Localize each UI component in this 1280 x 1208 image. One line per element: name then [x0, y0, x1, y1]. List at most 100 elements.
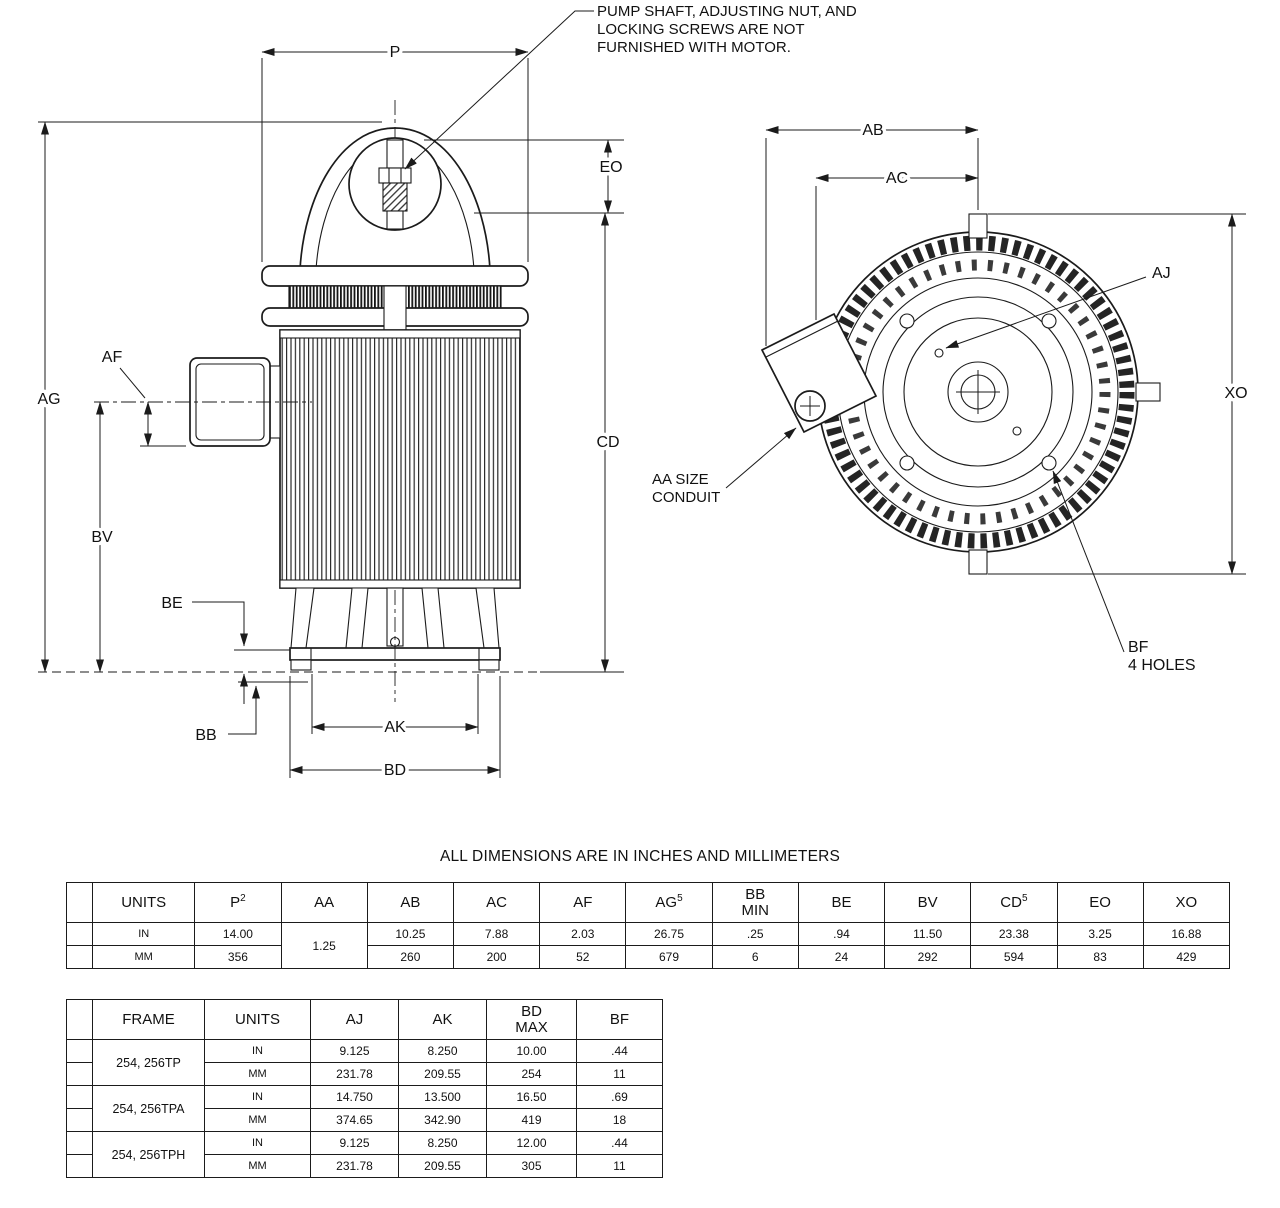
mounting-tab-right	[1135, 382, 1161, 402]
technical-drawing: P EO CD AG AF BV BE	[34, 3, 1248, 783]
value-cell: 231.78	[310, 1154, 399, 1178]
value-cell: 9.125	[310, 1039, 399, 1063]
value-cell: 11	[576, 1154, 663, 1178]
spacer-cell	[65, 922, 94, 946]
value-cell: 419	[486, 1108, 577, 1132]
dim-label-bd: BD	[384, 762, 406, 779]
dim-label-cd: CD	[596, 434, 619, 451]
mounting-base	[289, 587, 501, 671]
note-line-3: FURNISHED WITH MOTOR.	[597, 39, 791, 56]
units-cell: MM	[204, 1062, 311, 1086]
spacer-cell	[66, 1085, 93, 1109]
dim-label-ag: AG	[37, 391, 60, 408]
end-face	[863, 277, 1093, 507]
table2-row: MM 231.78 209.55 254 11	[66, 1062, 663, 1086]
table2-row: 254, 256TPA IN 14.750 13.500 16.50 .69	[66, 1085, 663, 1132]
spacer-cell	[66, 1131, 93, 1155]
header-cell: BF	[576, 999, 663, 1040]
units-cell: MM	[204, 1108, 311, 1132]
value-cell: 3.25	[1056, 922, 1144, 946]
table1-inches-row: IN 14.00 1.25 10.25 7.88 2.03 26.75 .25 …	[65, 922, 1231, 969]
spacer-cell	[66, 999, 93, 1040]
header-cell: AG5	[625, 882, 713, 923]
label-aa-size: AA SIZE	[652, 471, 709, 488]
table1-millimeters-row: MM 356 260 200 52 679 6 24 292 594 83 42…	[65, 945, 1231, 969]
value-cell: 18	[576, 1108, 663, 1132]
header-cell: AC	[452, 882, 541, 923]
header-cell: CD5	[970, 882, 1058, 923]
value-cell: 305	[486, 1154, 577, 1178]
value-cell: .44	[576, 1131, 663, 1155]
value-cell: 6	[711, 945, 799, 969]
frame-cell: 254, 256TPH	[92, 1131, 205, 1178]
value-cell: 83	[1056, 945, 1144, 969]
dim-label-ab: AB	[862, 122, 883, 139]
value-cell: 260	[366, 945, 454, 969]
mounting-tab-bottom	[968, 549, 988, 575]
value-cell: 14.00	[194, 922, 282, 946]
header-cell: EO	[1056, 882, 1144, 923]
value-cell: 13.500	[398, 1085, 487, 1109]
frame-cell: 254, 256TPA	[92, 1085, 205, 1132]
units-cell: IN	[204, 1085, 311, 1109]
table2-row: 254, 256TPH IN 9.125 8.250 12.00 .44	[66, 1131, 663, 1178]
value-cell: 11.50	[884, 922, 972, 946]
units-cell: IN	[204, 1039, 311, 1063]
dim-label-bb: BB	[195, 727, 216, 744]
value-cell: 2.03	[539, 922, 627, 946]
dim-label-aj: AJ	[1152, 265, 1171, 282]
header-cell: XO	[1142, 882, 1231, 923]
table2-row: 254, 256TP IN 9.125 8.250 10.00 .44	[66, 1039, 663, 1086]
header-cell: UNITS	[204, 999, 311, 1040]
dim-label-xo: XO	[1224, 385, 1247, 402]
header-cell: BV	[884, 882, 972, 923]
value-cell: 254	[486, 1062, 577, 1086]
value-cell: 11	[576, 1062, 663, 1086]
note-line-1: PUMP SHAFT, ADJUSTING NUT, AND	[597, 3, 857, 20]
value-cell: 374.65	[310, 1108, 399, 1132]
value-cell: 429	[1142, 945, 1231, 969]
spacer-cell	[65, 945, 94, 969]
value-cell: 292	[884, 945, 972, 969]
header-cell: AJ	[310, 999, 399, 1040]
pump-shaft-note: PUMP SHAFT, ADJUSTING NUT, AND LOCKING S…	[404, 3, 857, 170]
units-cell: MM	[92, 945, 196, 969]
value-cell: .25	[711, 922, 799, 946]
label-aa-conduit: CONDUIT	[652, 489, 720, 506]
dim-label-bv: BV	[91, 529, 113, 546]
header-cell: UNITS	[92, 882, 196, 923]
value-cell: .44	[576, 1039, 663, 1063]
table2-row: MM 231.78 209.55 305 11	[66, 1154, 663, 1178]
value-cell: 594	[970, 945, 1058, 969]
units-caption: ALL DIMENSIONS ARE IN INCHES AND MILLIME…	[439, 848, 841, 865]
value-cell: 8.250	[398, 1131, 487, 1155]
spacer-cell	[66, 1154, 93, 1178]
value-cell: 14.750	[310, 1085, 399, 1109]
value-cell: 342.90	[398, 1108, 487, 1132]
spacer-cell	[66, 1108, 93, 1132]
header-cell: FRAME	[92, 999, 205, 1040]
side-view-dimensions: P EO CD AG AF BV BE	[34, 41, 626, 783]
header-cell: AK	[398, 999, 487, 1040]
value-cell: 10.25	[366, 922, 454, 946]
dim-label-ak: AK	[384, 719, 406, 736]
side-view	[38, 100, 545, 702]
units-cell: MM	[204, 1154, 311, 1178]
value-cell: 231.78	[310, 1062, 399, 1086]
dim-label-p: P	[390, 44, 401, 61]
conduit-box-end	[760, 312, 878, 434]
value-cell: 1.25	[280, 922, 368, 969]
value-cell: 10.00	[486, 1039, 577, 1063]
value-cell: 16.50	[486, 1085, 577, 1109]
dim-label-eo: EO	[599, 159, 622, 176]
spacer-cell	[66, 1062, 93, 1086]
value-cell: 26.75	[625, 922, 713, 946]
spacer-cell	[66, 1039, 93, 1063]
value-cell: 8.250	[398, 1039, 487, 1063]
